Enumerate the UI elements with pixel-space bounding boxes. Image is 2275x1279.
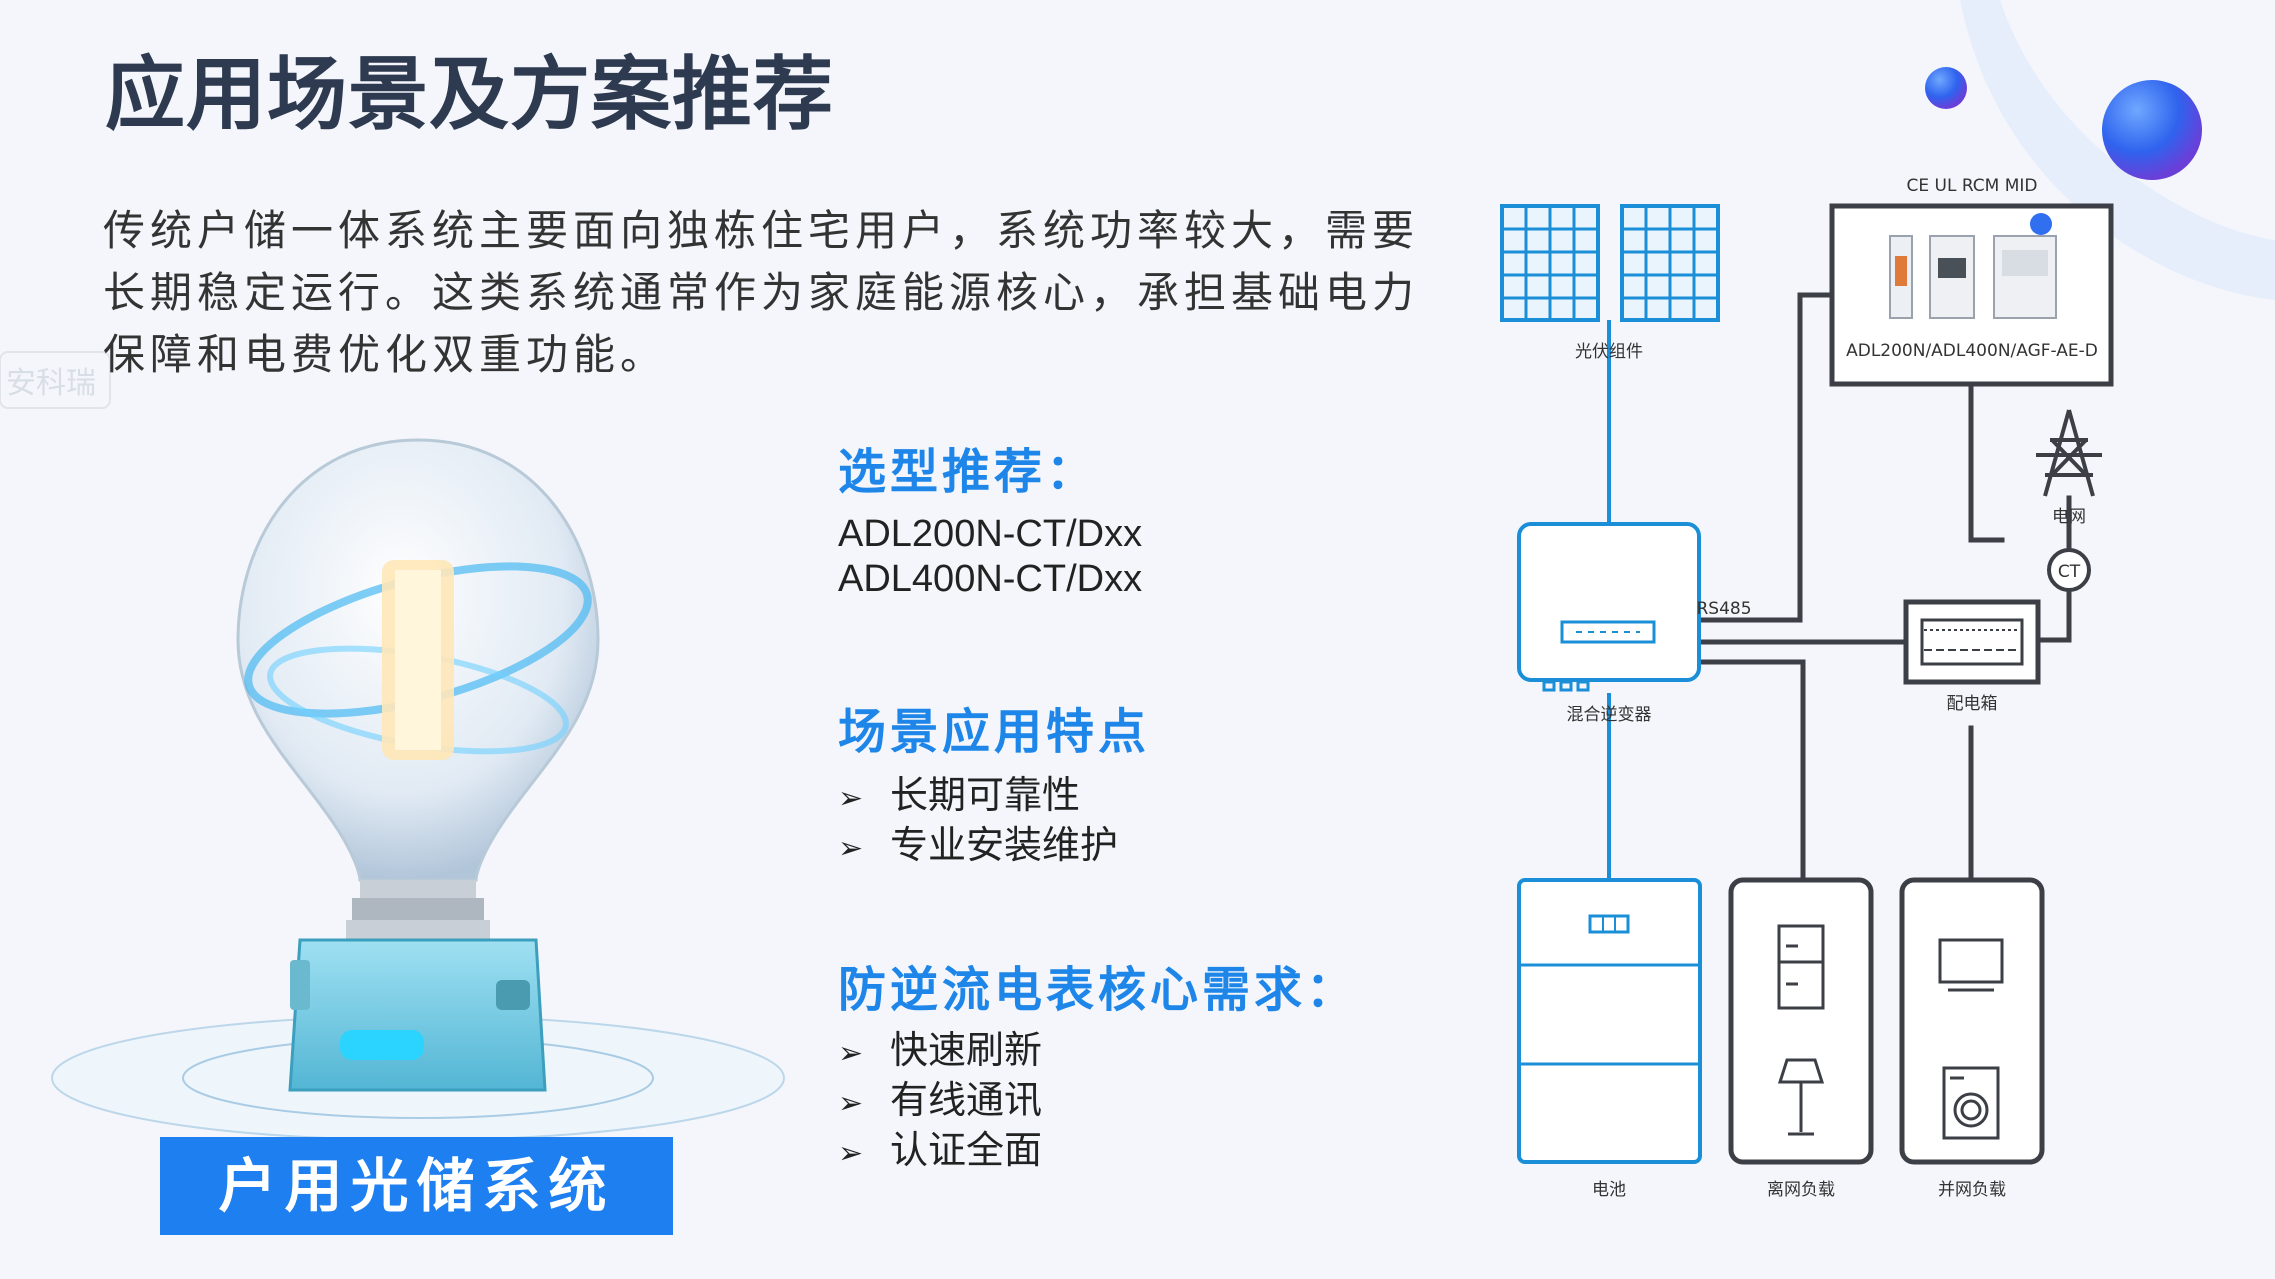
requirement-item: ➢有线通讯	[838, 1077, 1042, 1127]
feature-item: ➢长期可靠性	[838, 772, 1118, 822]
model-item: ADL200N-CT/Dxx	[838, 513, 1143, 555]
ongrid-load-box	[1899, 877, 2045, 1165]
watermark-text: 安科瑞	[6, 366, 96, 401]
solar-panel-icon	[1500, 204, 1720, 322]
tv-icon	[1938, 938, 2004, 992]
link-rs485-meter	[1697, 292, 1835, 623]
selection-heading: 选型推荐：	[838, 444, 1099, 500]
model-list: ADL200N-CT/Dxx ADL400N-CT/Dxx	[838, 512, 1142, 602]
banner-background	[160, 1137, 673, 1235]
rs485-label: RS485	[1696, 599, 1751, 619]
distribution-box	[1903, 599, 2041, 685]
distribution-box-label: 配电箱	[1947, 694, 1998, 714]
inverter-display	[1560, 620, 1656, 644]
power-tower-icon	[2036, 409, 2102, 497]
link-inverter-offgrid	[1697, 659, 1806, 883]
arrow-bullet-icon: ➢	[838, 1086, 864, 1121]
link-meter-ct	[1968, 382, 2005, 543]
meter-models-label: ADL200N/ADL400N/AGF-AE-D	[1846, 341, 2098, 361]
ongrid-load-label: 并网负载	[1938, 1180, 2006, 1200]
meter-device-icon	[1889, 213, 2057, 319]
banner-label: 户用光储系统	[218, 1152, 615, 1220]
arrow-bullet-icon: ➢	[838, 781, 864, 816]
system-diagram: 光伏组件 CE UL RCM MID ADL200N/ADL400N/AGF-A…	[1500, 176, 2114, 1200]
battery-icon	[1588, 914, 1630, 934]
offgrid-load-box	[1728, 877, 1874, 1165]
battery-box	[1517, 878, 1702, 1164]
requirements-list: ➢快速刷新 ➢有线通讯 ➢认证全面	[838, 1027, 1042, 1177]
intro-paragraph: 传统户储一体系统主要面向独栋住宅用户，系统功率较大，需要长期稳定运行。这类系统通…	[103, 206, 1420, 379]
features-heading: 场景应用特点	[838, 704, 1151, 760]
certifications-label: CE UL RCM MID	[1906, 176, 2037, 196]
arrow-bullet-icon: ➢	[838, 831, 864, 866]
offgrid-load-label: 离网负载	[1767, 1180, 1835, 1200]
requirements-heading: 防逆流电表核心需求：	[838, 962, 1359, 1018]
ct-circle	[2047, 548, 2091, 592]
watermark-stamp	[0, 351, 111, 409]
washing-machine-icon	[1942, 1066, 2000, 1140]
fridge-icon	[1777, 924, 1825, 1010]
model-item: ADL400N-CT/Dxx	[838, 558, 1143, 600]
requirement-item: ➢认证全面	[838, 1127, 1042, 1177]
lightbulb-illustration	[51, 438, 785, 1141]
battery-label: 电池	[1592, 1180, 1626, 1200]
inverter-ports	[1542, 680, 1590, 692]
arrow-bullet-icon: ➢	[838, 1136, 864, 1171]
link-ct-box	[2037, 587, 2072, 643]
feature-item: ➢专业安装维护	[838, 822, 1118, 872]
lamp-icon	[1777, 1058, 1825, 1136]
blue-ball-small	[1925, 67, 1967, 109]
grid-label: 电网	[2052, 507, 2086, 527]
pv-label: 光伏组件	[1575, 342, 1643, 362]
arrow-bullet-icon: ➢	[838, 1036, 864, 1071]
ct-label: CT	[2058, 562, 2081, 582]
features-list: ➢长期可靠性 ➢专业安装维护	[838, 772, 1118, 872]
requirement-item: ➢快速刷新	[838, 1027, 1042, 1077]
page-title: 应用场景及方案推荐	[105, 48, 834, 141]
blue-ball-large	[2102, 80, 2202, 180]
inverter-label: 混合逆变器	[1567, 705, 1652, 725]
inverter-box	[1517, 522, 1701, 682]
